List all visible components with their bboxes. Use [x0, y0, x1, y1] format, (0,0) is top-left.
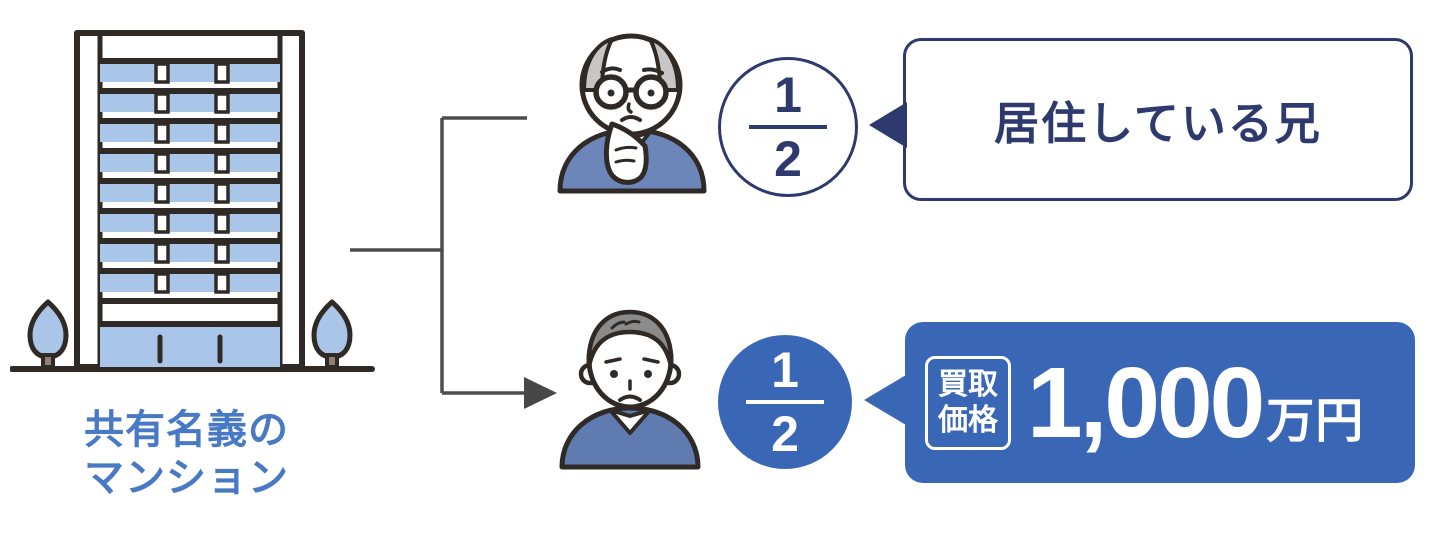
price-pointer-left-icon: [864, 375, 906, 425]
price-tag-line1: 買取: [938, 367, 998, 401]
fraction-denominator: 2: [774, 131, 802, 187]
fraction-numerator: 1: [771, 342, 799, 398]
resident-brother-bubble: 居住している兄: [869, 38, 1413, 201]
younger-brother-icon: [559, 309, 701, 470]
arrow-right-icon: [524, 377, 557, 409]
apartment-building-icon: [10, 30, 375, 372]
fraction-denominator: 2: [771, 406, 799, 462]
fraction-bar: [749, 125, 827, 129]
building-caption-line2: マンション: [84, 456, 289, 500]
buyout-price-tag: 買取 価格: [925, 355, 1011, 450]
bubble-pointer-left-icon: [869, 102, 907, 148]
older-brother-icon: [557, 33, 707, 194]
buyout-price-amount: 1,000 万円: [1027, 353, 1364, 453]
building-caption-line1: 共有名義の: [84, 408, 289, 452]
share-fraction-top: 1 2: [718, 57, 858, 197]
fraction-numerator: 1: [774, 67, 802, 123]
building-entrance: [100, 327, 280, 367]
resident-brother-label: 居住している兄: [994, 98, 1322, 149]
share-fraction-bottom: 1 2: [718, 335, 852, 469]
fraction-bar: [746, 400, 824, 404]
branch-connector: [350, 116, 557, 409]
buyout-price-box: 買取 価格 1,000 万円: [864, 322, 1415, 483]
price-value: 1,000: [1027, 346, 1265, 459]
building-caption: 共有名義の マンション: [84, 406, 289, 502]
price-tag-line2: 価格: [938, 403, 998, 437]
price-unit: 万円: [1266, 394, 1365, 448]
tree-left-icon: [30, 302, 66, 367]
